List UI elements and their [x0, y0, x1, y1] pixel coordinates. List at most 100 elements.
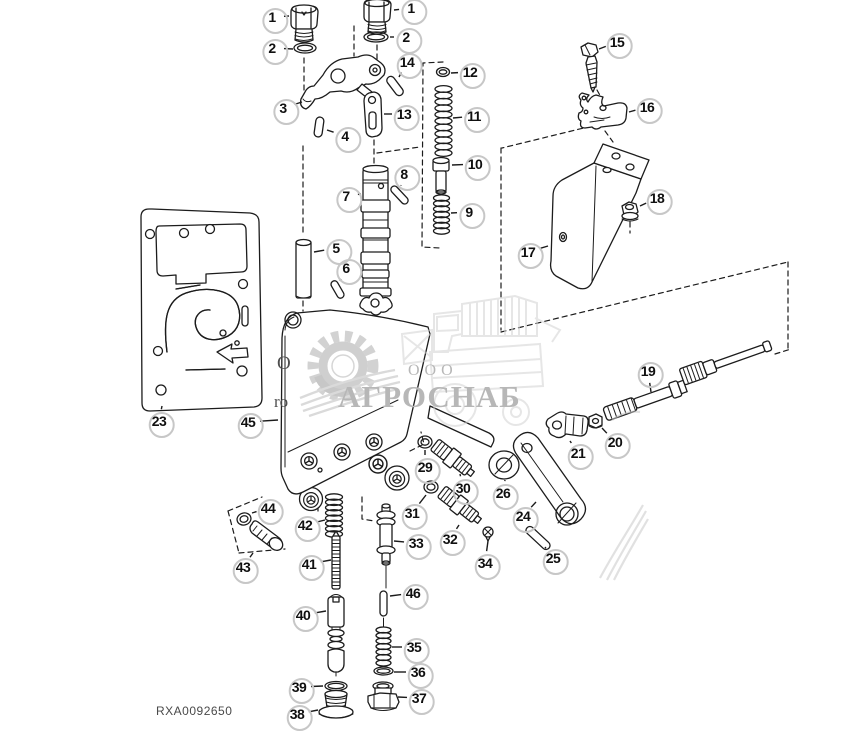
- callout-23: 23: [148, 412, 175, 438]
- part-29-oring: [417, 435, 433, 449]
- callout-36: 36: [407, 663, 434, 689]
- callout-ring: [458, 203, 485, 229]
- callout-39: 39: [288, 678, 315, 704]
- part-33-valve: [376, 503, 396, 589]
- part-16-clamp: [577, 92, 628, 130]
- callout-ring: [286, 705, 313, 731]
- callout-ring: [439, 530, 466, 556]
- callout-35: 35: [403, 638, 430, 664]
- callout-5: 5: [325, 239, 352, 265]
- part-23-gasket-plate: [140, 208, 263, 412]
- part-38-plug: [318, 689, 354, 719]
- part-13-link: [363, 91, 383, 138]
- callout-ring: [636, 98, 663, 124]
- part-4-pin: [313, 116, 325, 138]
- callout-ring: [401, 504, 428, 530]
- part-10-plunger: [432, 156, 450, 195]
- callout-11: 11: [464, 107, 490, 133]
- callout-ring: [474, 554, 501, 580]
- callout-ring: [334, 127, 361, 153]
- callout-ring: [402, 584, 429, 610]
- callout-44: 44: [257, 499, 284, 525]
- callout-ring: [604, 433, 631, 459]
- part-3-rocker-arm: [299, 54, 386, 110]
- part-18-nut: [621, 201, 639, 222]
- callout-6: 6: [335, 259, 362, 285]
- callout-ring: [257, 499, 284, 525]
- body-cast-marking: O: [277, 353, 291, 374]
- callout-38: 38: [286, 705, 313, 731]
- callout-ring: [407, 663, 434, 689]
- callout-37: 37: [408, 689, 435, 715]
- callout-ring: [567, 444, 594, 470]
- callout-ring: [261, 8, 288, 34]
- part-43-plug: [249, 520, 284, 551]
- callout-31: 31: [401, 504, 428, 530]
- callout-8: 8: [393, 165, 420, 191]
- part-24-lever: [512, 431, 587, 526]
- callout-ring: [261, 39, 288, 65]
- callout-ring: [272, 99, 299, 125]
- callout-10: 10: [464, 155, 491, 181]
- callout-7: 7: [335, 187, 362, 213]
- callout-14: 14: [396, 53, 423, 79]
- part-9-spring: [432, 194, 451, 235]
- callout-ring: [646, 189, 673, 215]
- callout-ring: [492, 484, 519, 510]
- part-2-oring-right: [363, 31, 389, 43]
- callout-ring: [335, 187, 362, 213]
- callout-ring: [414, 458, 441, 484]
- part-44-oring: [236, 512, 252, 526]
- callout-43: 43: [232, 558, 259, 584]
- callout-21: 21: [567, 444, 594, 470]
- part-11-spring: [434, 84, 453, 158]
- part-2-oring-left: [293, 42, 317, 54]
- callout-ring: [542, 549, 569, 575]
- callout-41: 41: [298, 555, 325, 581]
- callout-ring: [405, 534, 432, 560]
- callout-ring: [292, 606, 319, 632]
- callout-ring: [459, 63, 486, 89]
- body-cast-marking: ro: [274, 392, 289, 411]
- part-5-cylinder: [295, 238, 312, 299]
- callout-4: 4: [334, 127, 361, 153]
- callout-2: 2: [395, 28, 422, 54]
- part-35-spring: [375, 626, 392, 667]
- part-20-nut: [588, 413, 603, 429]
- callout-ring: [298, 555, 325, 581]
- callout-ring: [288, 678, 315, 704]
- callout-33: 33: [405, 534, 432, 560]
- callout-25: 25: [542, 549, 569, 575]
- callout-20: 20: [604, 433, 631, 459]
- part-34-screw: [482, 526, 494, 542]
- callout-9: 9: [458, 203, 485, 229]
- part-37-plug: [367, 681, 400, 711]
- callout-24: 24: [512, 507, 539, 533]
- part-8-pin: [390, 185, 409, 205]
- callout-ring: [464, 107, 490, 133]
- callout-ring: [294, 516, 321, 542]
- callout-ring: [464, 155, 491, 181]
- callout-ring: [232, 558, 259, 584]
- part-1-plug-left: [290, 4, 319, 43]
- callout-3: 3: [272, 99, 299, 125]
- callout-ring: [393, 165, 420, 191]
- callout-30: 30: [452, 479, 479, 505]
- callout-16: 16: [636, 98, 663, 124]
- part-42-spring: [324, 493, 344, 538]
- callout-ring: [408, 689, 435, 715]
- callout-32: 32: [439, 530, 466, 556]
- callout-1: 1: [261, 8, 288, 34]
- callout-42: 42: [294, 516, 321, 542]
- callout-ring: [512, 507, 539, 533]
- callout-ring: [148, 412, 175, 438]
- callout-ring: [237, 413, 264, 439]
- part-7-spool: [359, 164, 393, 316]
- callout-18: 18: [646, 189, 673, 215]
- callout-1: 1: [400, 0, 427, 25]
- callout-19: 19: [637, 362, 664, 388]
- callout-40: 40: [292, 606, 319, 632]
- part-21-clevis: [545, 411, 589, 439]
